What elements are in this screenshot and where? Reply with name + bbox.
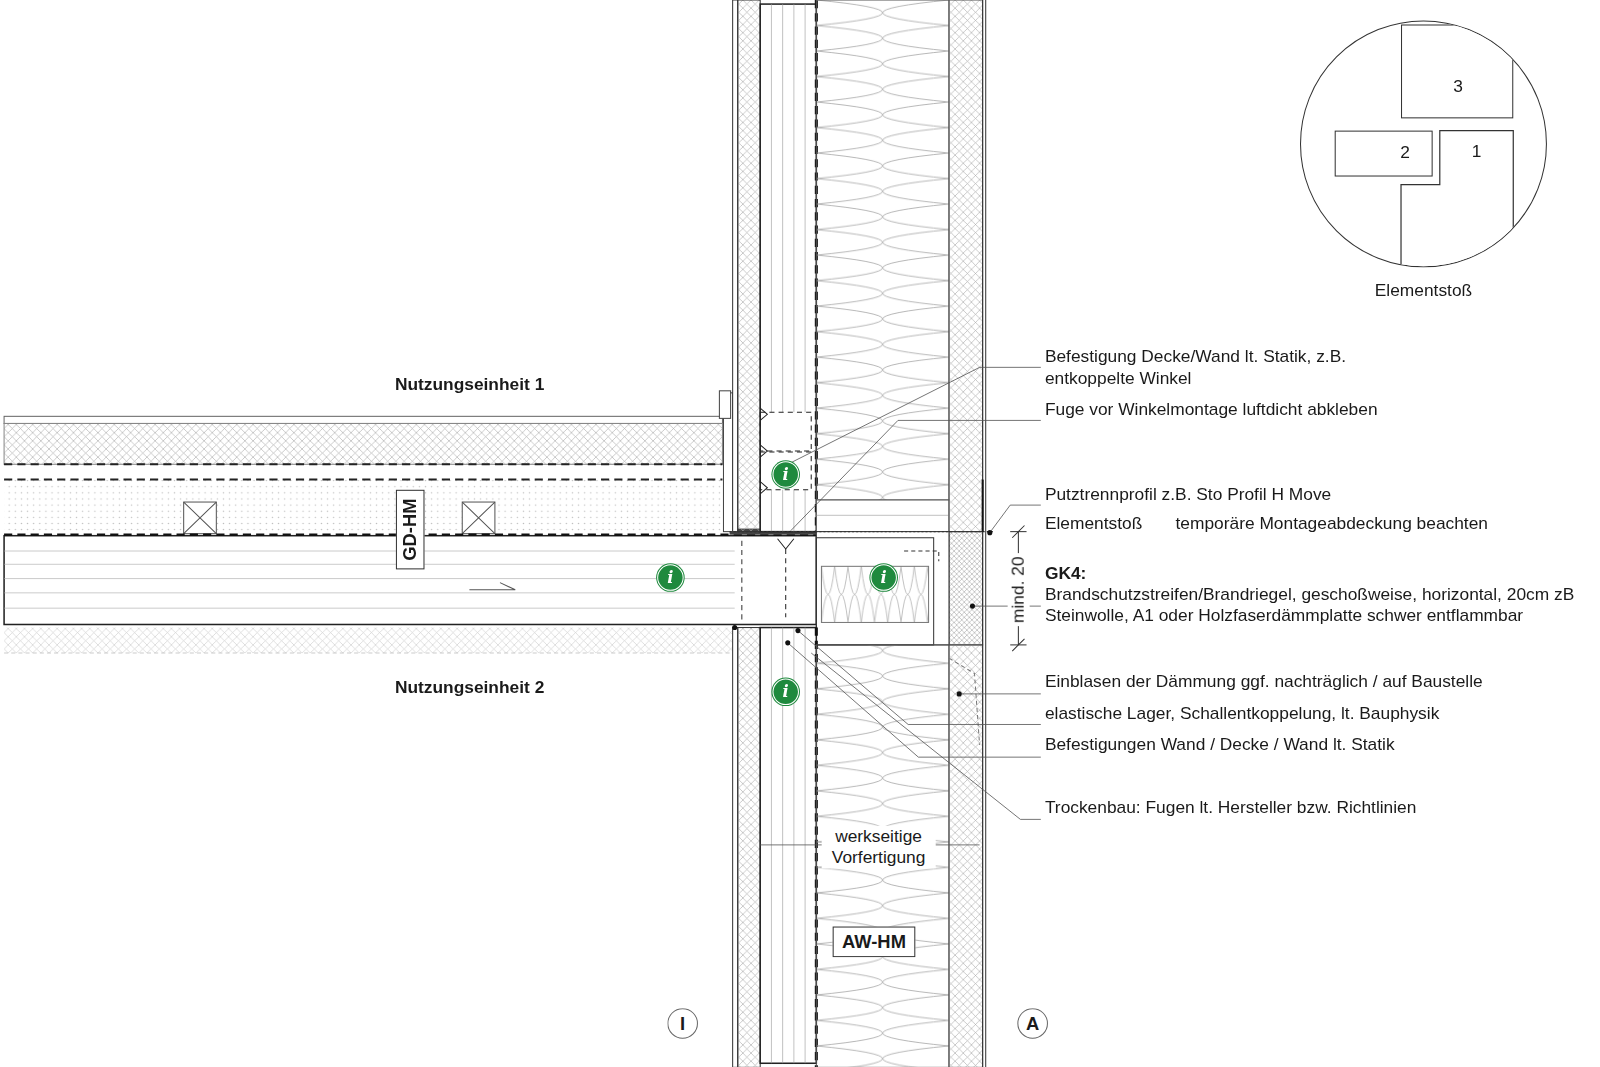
info-icon-letter: i: [667, 569, 673, 585]
axis-letter: A: [1026, 1014, 1039, 1032]
node-axis: I: [667, 1008, 698, 1039]
component-tag: GD-HM: [399, 498, 420, 560]
box-number: 3: [1453, 77, 1463, 97]
node-vtag: GD-HM: [396, 490, 425, 570]
node-circle: 321Elementstoß: [1300, 20, 1547, 267]
node-info: i: [870, 564, 897, 591]
annotation: Einblasen der Dämmung ggf. nachträglich …: [1045, 670, 1483, 691]
box-number: 1: [1472, 142, 1482, 162]
annotation: werkseitige Vorfertigung: [821, 826, 935, 869]
annotation: mind. 20: [1008, 553, 1029, 626]
annotation: Fuge vor Winkelmontage luftdicht abklebe…: [1045, 399, 1378, 420]
info-icon-letter: i: [783, 684, 789, 700]
node-box: 3: [1401, 24, 1513, 118]
info-icon-letter: i: [881, 569, 887, 585]
annotation: Befestigungen Wand / Decke / Wand lt. St…: [1045, 734, 1395, 755]
detail-title: Elementstoß: [1375, 280, 1472, 301]
info-icon-letter: i: [783, 466, 789, 482]
node-tag: AW-HM: [833, 927, 916, 958]
annotation: Putztrennprofil z.B. Sto Profil H Move: [1045, 484, 1331, 505]
annotation: elastische Lager, Schallentkoppelung, lt…: [1045, 703, 1439, 724]
l-shape-outline: [1401, 131, 1513, 268]
node-box: 2: [1335, 131, 1433, 177]
annotation: temporäre Montageabdeckung beachten: [1176, 512, 1488, 533]
annotation: Nutzungseinheit 1: [395, 373, 544, 394]
annotation: Trockenbau: Fugen lt. Hersteller bzw. Ri…: [1045, 797, 1417, 818]
node-lshape: 1: [1401, 131, 1513, 268]
component-tag: AW-HM: [842, 931, 906, 952]
annotation: Elementstoß: [1045, 512, 1142, 533]
node-info: i: [772, 461, 799, 488]
box-number: 2: [1400, 143, 1410, 163]
annotation: GK4:: [1045, 562, 1086, 583]
annotation: Nutzungseinheit 2: [395, 677, 544, 698]
detail-clip: 3 2 1: [1300, 20, 1547, 267]
annotation: Befestigung Decke/Wand lt. Statik, z.B. …: [1045, 346, 1351, 389]
axis-letter: I: [680, 1014, 685, 1032]
node-info: i: [772, 679, 799, 706]
node-info: i: [657, 564, 684, 591]
node-axis: A: [1017, 1008, 1048, 1039]
annotation: Brandschutzstreifen/Brandriegel, geschoß…: [1045, 584, 1600, 627]
